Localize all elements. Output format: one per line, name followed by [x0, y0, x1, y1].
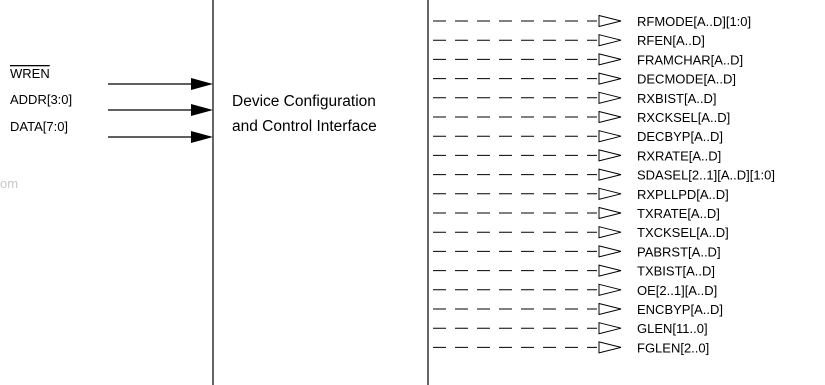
output-signal-label: RXBIST[A..D]: [637, 91, 716, 106]
output-buffer-triangle: [598, 245, 622, 258]
output-signal: FRAMCHAR[A..D]: [433, 52, 743, 67]
output-buffer-triangle: [598, 322, 622, 335]
input-signals: WREN ADDR[3:0] DATA[7:0]: [10, 66, 213, 143]
output-signal-label: RXCKSEL[A..D]: [637, 110, 730, 125]
output-signal-label: DECBYP[A..D]: [637, 129, 723, 144]
output-buffer-triangle: [598, 341, 622, 354]
output-signal-label: GLEN[11..0]: [637, 321, 708, 336]
output-signal-label: RXRATE[A..D]: [637, 148, 721, 163]
output-signal-label: TXRATE[A..D]: [637, 206, 720, 221]
output-signal: RXPLLPD[A..D]: [433, 187, 729, 202]
output-buffer-triangle: [598, 53, 622, 66]
output-signals: RFMODE[A..D][1:0] RFEN[A..D] FRAMCHAR[A..D…: [433, 14, 775, 355]
input-arrowhead: [191, 78, 213, 90]
output-signal-label: RXPLLPD[A..D]: [637, 187, 729, 202]
output-buffer-triangle: [598, 168, 622, 181]
output-buffer-triangle: [598, 34, 622, 47]
output-buffer-triangle: [598, 206, 622, 220]
watermark-text: om: [0, 176, 18, 191]
output-signal: ENCBYP[A..D]: [433, 302, 723, 317]
output-signal: PABRST[A..D]: [433, 244, 721, 259]
output-buffer-triangle: [598, 226, 622, 239]
output-signal: FGLEN[2..0]: [433, 340, 709, 355]
output-signal-label: DECMODE[A..D]: [637, 72, 736, 87]
device-config-block: [212, 0, 429, 385]
output-buffer-triangle: [598, 283, 622, 296]
output-buffer-triangle: [598, 302, 622, 316]
output-signal: RXBIST[A..D]: [433, 91, 716, 106]
output-buffer-triangle: [598, 187, 622, 200]
input-signal-label: WREN: [10, 66, 50, 81]
output-signal: GLEN[11..0]: [433, 321, 708, 336]
output-signal: RXRATE[A..D]: [433, 148, 721, 163]
block-title-line2: and Control Interface: [232, 118, 377, 135]
output-signal: TXCKSEL[A..D]: [433, 225, 729, 240]
input-signal: DATA[7:0]: [10, 119, 213, 143]
output-signal-label: PABRST[A..D]: [637, 244, 721, 259]
input-signal-label: ADDR[3:0]: [10, 92, 72, 107]
block-title-line1: Device Configuration: [232, 93, 376, 110]
output-buffer-triangle: [598, 264, 622, 277]
output-buffer-triangle: [598, 91, 622, 104]
output-signal-label: TXBIST[A..D]: [637, 264, 715, 279]
output-signal: TXRATE[A..D]: [433, 206, 720, 221]
output-signal: RFEN[A..D]: [433, 33, 705, 48]
output-signal: DECMODE[A..D]: [433, 72, 736, 87]
output-signal: RFMODE[A..D][1:0]: [433, 14, 751, 29]
input-signal: WREN: [10, 66, 213, 90]
output-signal-label: OE[2..1][A..D]: [637, 283, 717, 298]
output-buffer-triangle: [598, 72, 622, 85]
output-buffer-triangle: [598, 110, 622, 124]
input-signal: ADDR[3:0]: [10, 92, 213, 116]
output-buffer-triangle: [598, 14, 622, 28]
output-signal-label: SDASEL[2..1][A..D][1:0]: [637, 168, 775, 183]
output-signal-label: FRAMCHAR[A..D]: [637, 52, 743, 67]
output-signal-label: ENCBYP[A..D]: [637, 302, 723, 317]
output-signal: SDASEL[2..1][A..D][1:0]: [433, 168, 775, 183]
output-buffer-triangle: [598, 149, 622, 162]
input-arrowhead: [191, 131, 213, 143]
input-arrowhead: [191, 104, 213, 116]
output-signal: OE[2..1][A..D]: [433, 283, 717, 298]
output-signal-label: FGLEN[2..0]: [637, 340, 709, 355]
output-signal: TXBIST[A..D]: [433, 264, 715, 279]
output-buffer-triangle: [598, 130, 622, 143]
output-signal-label: RFMODE[A..D][1:0]: [637, 14, 751, 29]
output-signal: RXCKSEL[A..D]: [433, 110, 730, 125]
input-signal-label: DATA[7:0]: [10, 119, 68, 134]
output-signal-label: TXCKSEL[A..D]: [637, 225, 729, 240]
output-signal: DECBYP[A..D]: [433, 129, 723, 144]
output-signal-label: RFEN[A..D]: [637, 33, 705, 48]
